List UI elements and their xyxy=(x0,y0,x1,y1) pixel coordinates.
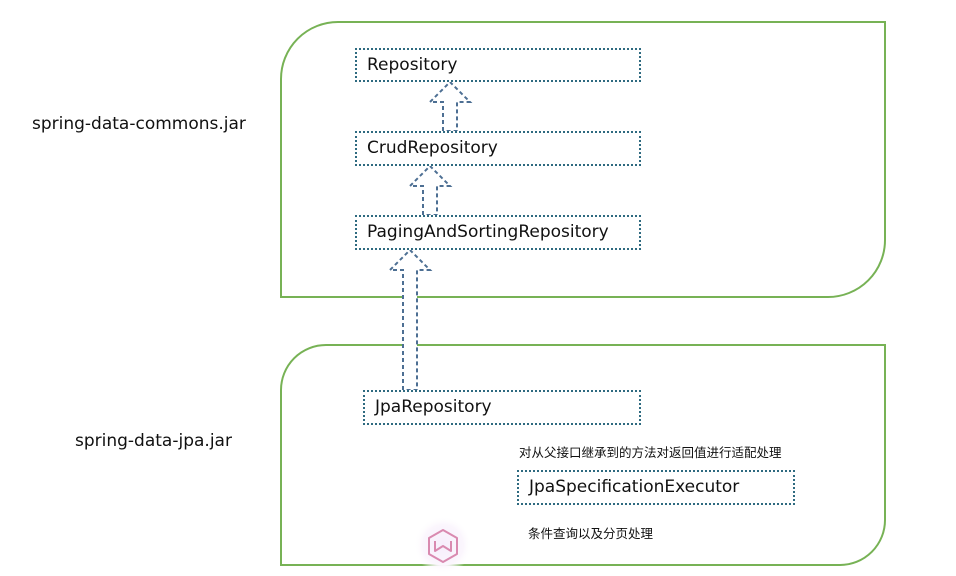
commons-jar-label: spring-data-commons.jar xyxy=(32,114,246,134)
jpa-jar-container xyxy=(280,344,886,566)
watermark-logo-icon xyxy=(414,516,472,574)
jpa-jar-label: spring-data-jpa.jar xyxy=(75,431,232,451)
spec-executor-note: 条件查询以及分页处理 xyxy=(528,526,654,541)
jpa-repository-note: 对从父接口继承到的方法对返回值进行适配处理 xyxy=(519,445,782,460)
paging-and-sorting-repository-box: PagingAndSortingRepository xyxy=(355,215,641,250)
repository-box: Repository xyxy=(355,48,641,82)
jpa-repository-box: JpaRepository xyxy=(363,390,641,425)
crud-repository-box: CrudRepository xyxy=(355,131,641,166)
jpa-specification-executor-box: JpaSpecificationExecutor xyxy=(517,470,795,505)
